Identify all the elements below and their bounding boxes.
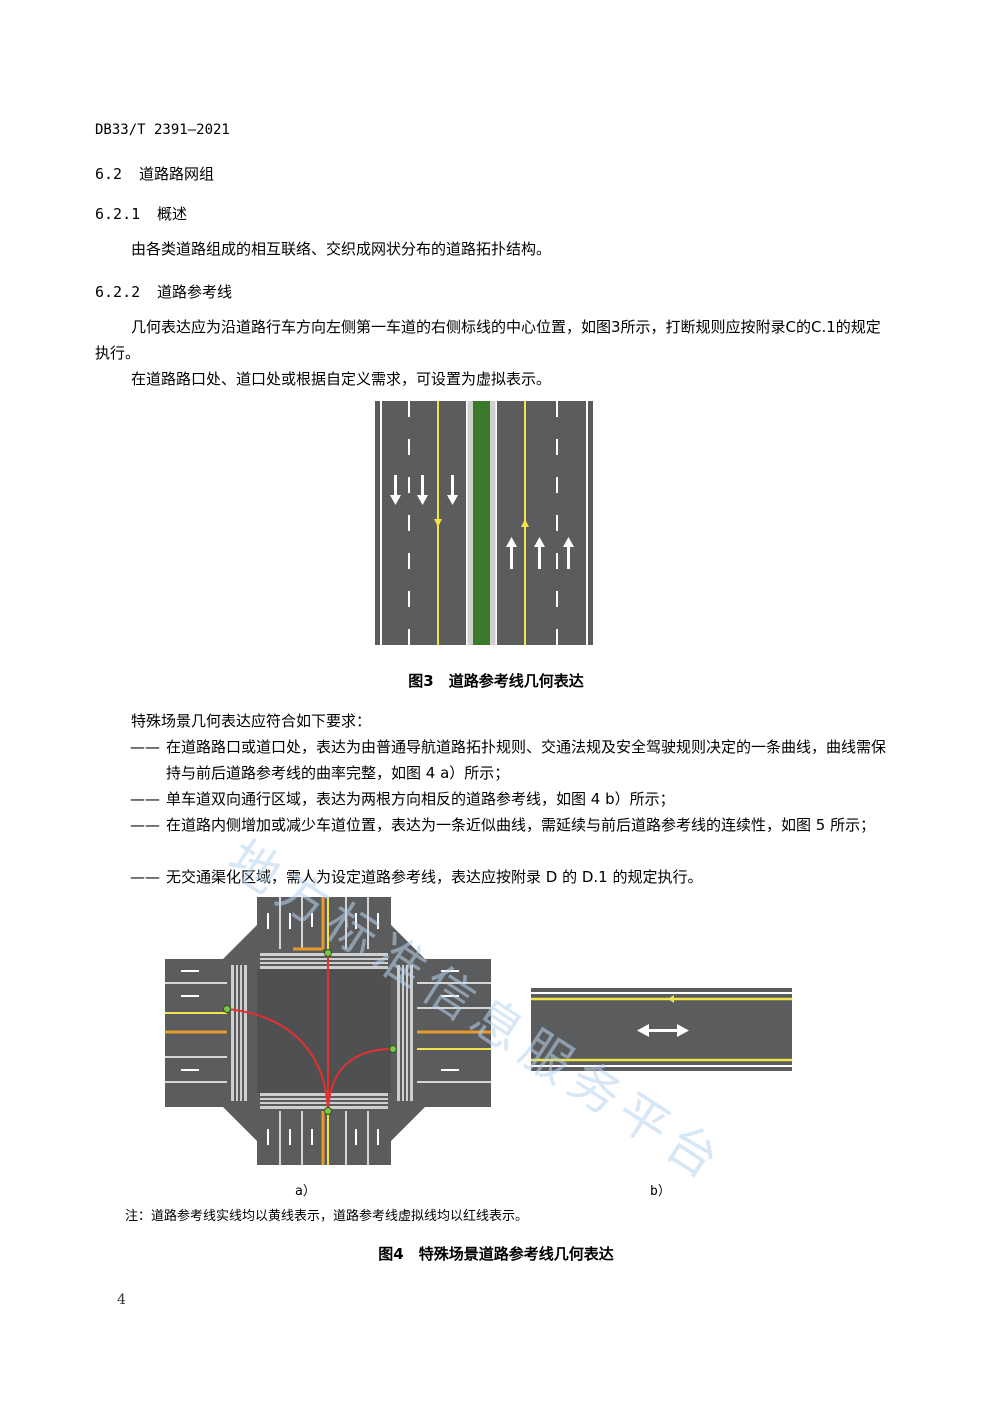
section-number: 6.2 xyxy=(95,165,123,183)
section-title: 道路参考线 xyxy=(157,283,233,301)
figure4-note: 注：道路参考线实线均以黄线表示，道路参考线虚拟线均以红线表示。 xyxy=(125,1209,529,1224)
list-item: ——无交通渠化区域，需人为设定道路参考线，表达应按附录 D 的 D.1 的规定执… xyxy=(130,868,703,886)
figure4a-label: a） xyxy=(295,1184,316,1199)
section-6-2-2-heading: 6.2.2 道路参考线 xyxy=(95,281,232,302)
list-item: ——单车道双向通行区域，表达为两根方向相反的道路参考线，如图 4 b）所示； xyxy=(130,790,675,808)
figure4b-single-lane-image xyxy=(531,988,792,1071)
section-number: 6.2.1 xyxy=(95,205,141,223)
down-arrow-icon xyxy=(390,475,458,505)
figure3-road-image xyxy=(375,401,593,645)
page-number: 4 xyxy=(117,1292,126,1308)
paragraph-ref-line-geometry: 几何表达应为沿道路行车方向左侧第一车道的右侧标线的中心位置，如图3所示，打断规则… xyxy=(95,318,881,362)
section-number: 6.2.2 xyxy=(95,283,141,301)
document-id: DB33/T 2391—2021 xyxy=(95,122,230,138)
list-item: ——在道路内侧增加或减少车道位置，表达为一条近似曲线，需延续与前后道路参考线的连… xyxy=(130,816,876,834)
up-arrow-icon xyxy=(506,537,574,569)
paragraph-virtual-representation: 在道路路口处、道口处或根据自定义需求，可设置为虚拟表示。 xyxy=(131,370,552,388)
section-title: 概述 xyxy=(157,205,188,223)
two-way-arrow-icon xyxy=(637,1024,689,1037)
section-title: 道路路网组 xyxy=(139,165,215,183)
section-6-2-1-heading: 6.2.1 概述 xyxy=(95,203,187,224)
figure3-caption: 图3 道路参考线几何表达 xyxy=(408,672,584,690)
figure4a-intersection-image xyxy=(165,897,491,1165)
paragraph-overview: 由各类道路组成的相互联络、交织成网状分布的道路拓扑结构。 xyxy=(131,240,552,258)
section-6-2-heading: 6.2 道路路网组 xyxy=(95,163,214,184)
figure4b-label: b） xyxy=(650,1184,671,1199)
virtual-reference-line xyxy=(226,953,394,1112)
list-item: ——在道路路口或道口处，表达为由普通导航道路拓扑规则、交通法规及安全驾驶规则决定… xyxy=(130,738,887,782)
figure4-caption: 图4 特殊场景道路参考线几何表达 xyxy=(378,1245,614,1263)
special-cases-intro: 特殊场景几何表达应符合如下要求： xyxy=(131,712,372,730)
